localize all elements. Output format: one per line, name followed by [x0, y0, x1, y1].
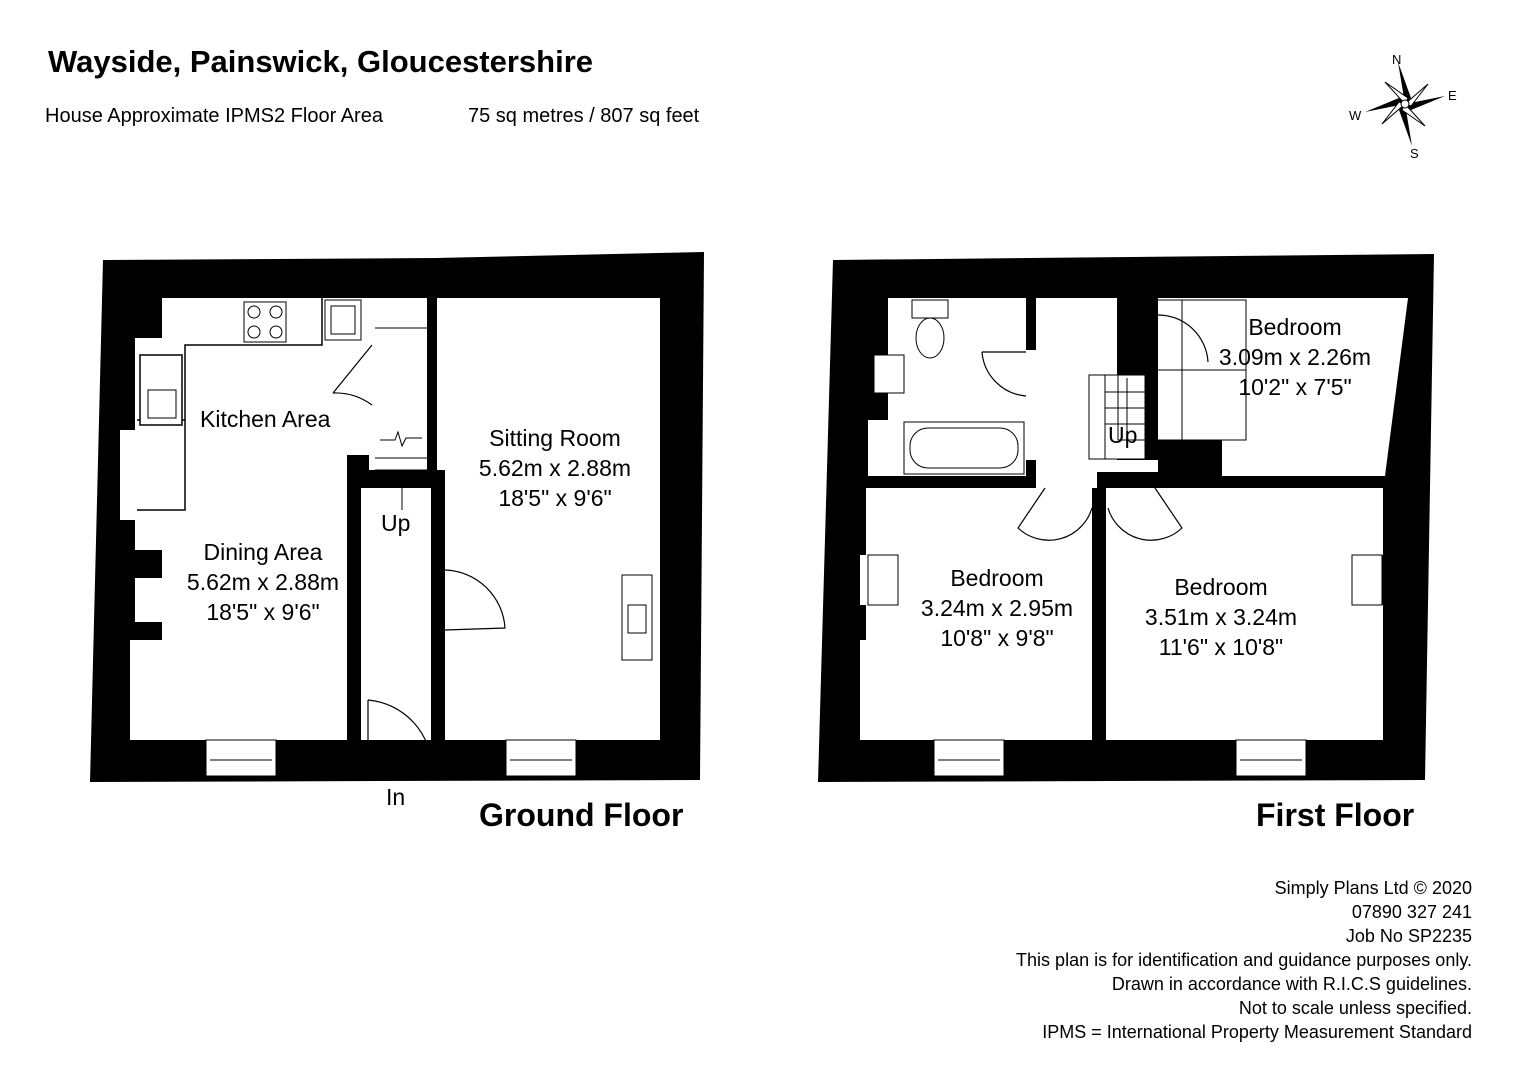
dining-area-label: Dining Area 5.62m x 2.88m 18'5" x 9'6"	[186, 539, 340, 625]
footer-scale: Not to scale unless specified.	[1238, 998, 1472, 1018]
footer-rics: Drawn in accordance with R.I.C.S guideli…	[1111, 974, 1472, 994]
footer-phone: 07890 327 241	[1351, 902, 1472, 922]
floor-area-label: House Approximate IPMS2 Floor Area	[45, 105, 383, 127]
hob-icon	[243, 301, 287, 343]
first-stairs-up-label: Up	[1108, 422, 1138, 448]
toilet-icon	[915, 317, 945, 359]
basin-icon	[873, 354, 905, 394]
ground-stairs-up-label: Up	[381, 510, 411, 536]
compass-north: N	[1392, 52, 1402, 67]
compass-icon	[1365, 62, 1445, 146]
sitting-room-label: Sitting Room 5.62m x 2.88m 18'5" x 9'6"	[478, 425, 632, 511]
entrance-label: In	[386, 784, 406, 810]
footer-disclaimer: This plan is for identification and guid…	[1016, 950, 1472, 970]
first-floor-label: First Floor	[1256, 797, 1415, 833]
ground-floor-label: Ground Floor	[479, 797, 684, 833]
footer-job-number: Job No SP2235	[1345, 926, 1472, 946]
bedroom-left-label: Bedroom 3.24m x 2.95m 10'8" x 9'8"	[920, 565, 1074, 651]
kitchen-label: Kitchen Area	[200, 406, 331, 432]
footer-company: Simply Plans Ltd © 2020	[1274, 878, 1472, 898]
compass-west: W	[1349, 108, 1362, 123]
footer-ipms: IPMS = International Property Measuremen…	[1042, 1022, 1472, 1042]
ground-stairs	[375, 327, 427, 510]
plan-title: Wayside, Painswick, Gloucestershire	[48, 44, 594, 79]
hall-wall	[347, 470, 361, 740]
bedroom-small-label: Bedroom 3.09m x 2.26m 10'2" x 7'5"	[1218, 314, 1372, 400]
compass-south: S	[1410, 146, 1419, 161]
bedroom-right-label: Bedroom 3.51m x 3.24m 11'6" x 10'8"	[1144, 574, 1298, 660]
first-floor-walls	[818, 254, 1434, 782]
footer-notes: Simply Plans Ltd © 2020 07890 327 241 Jo…	[1016, 876, 1472, 1044]
compass-east: E	[1448, 88, 1457, 103]
floor-area-value: 75 sq metres / 807 sq feet	[468, 105, 700, 127]
